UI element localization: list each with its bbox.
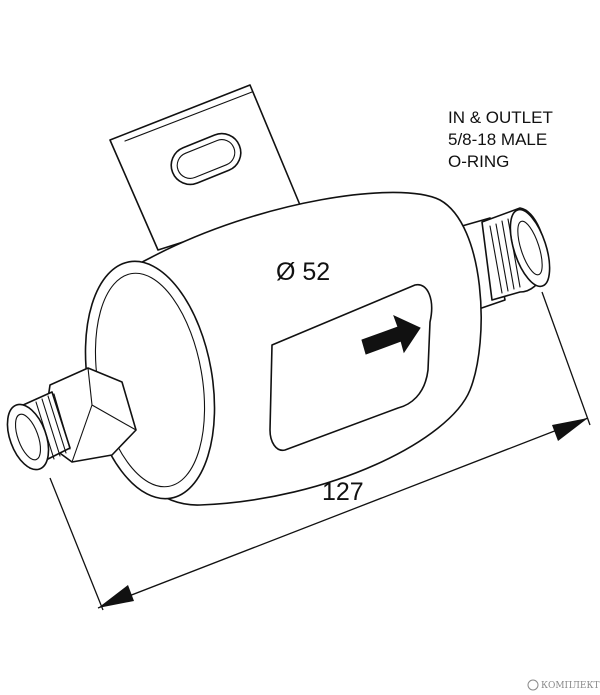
flow-direction-arrow-icon (361, 315, 421, 355)
length-extension-line-left (49, 477, 104, 611)
length-arrow-left-icon (98, 585, 134, 608)
length-dimension-line (97, 417, 589, 609)
length-dimension: 127 (49, 291, 591, 611)
watermark-text: КОМПЛЕКТ (541, 681, 599, 691)
length-label: 127 (322, 478, 364, 506)
watermark-logo-icon (527, 679, 539, 691)
diameter-label: Ø 52 (276, 258, 330, 286)
spec-note: IN & OUTLET 5/8-18 MALE O-RING (448, 108, 553, 171)
label-panel (269, 284, 433, 452)
inlet-fitting (6, 367, 137, 471)
length-extension-line-right (541, 291, 591, 426)
watermark: КОМПЛЕКТ (527, 679, 599, 691)
spec-note-line: IN & OUTLET (448, 108, 553, 127)
spec-note-line: 5/8-18 MALE (448, 130, 547, 149)
spec-note-line: O-RING (448, 152, 509, 171)
length-arrow-right-icon (552, 418, 588, 441)
mounting-bracket (109, 84, 301, 251)
bracket-slot (170, 132, 242, 186)
